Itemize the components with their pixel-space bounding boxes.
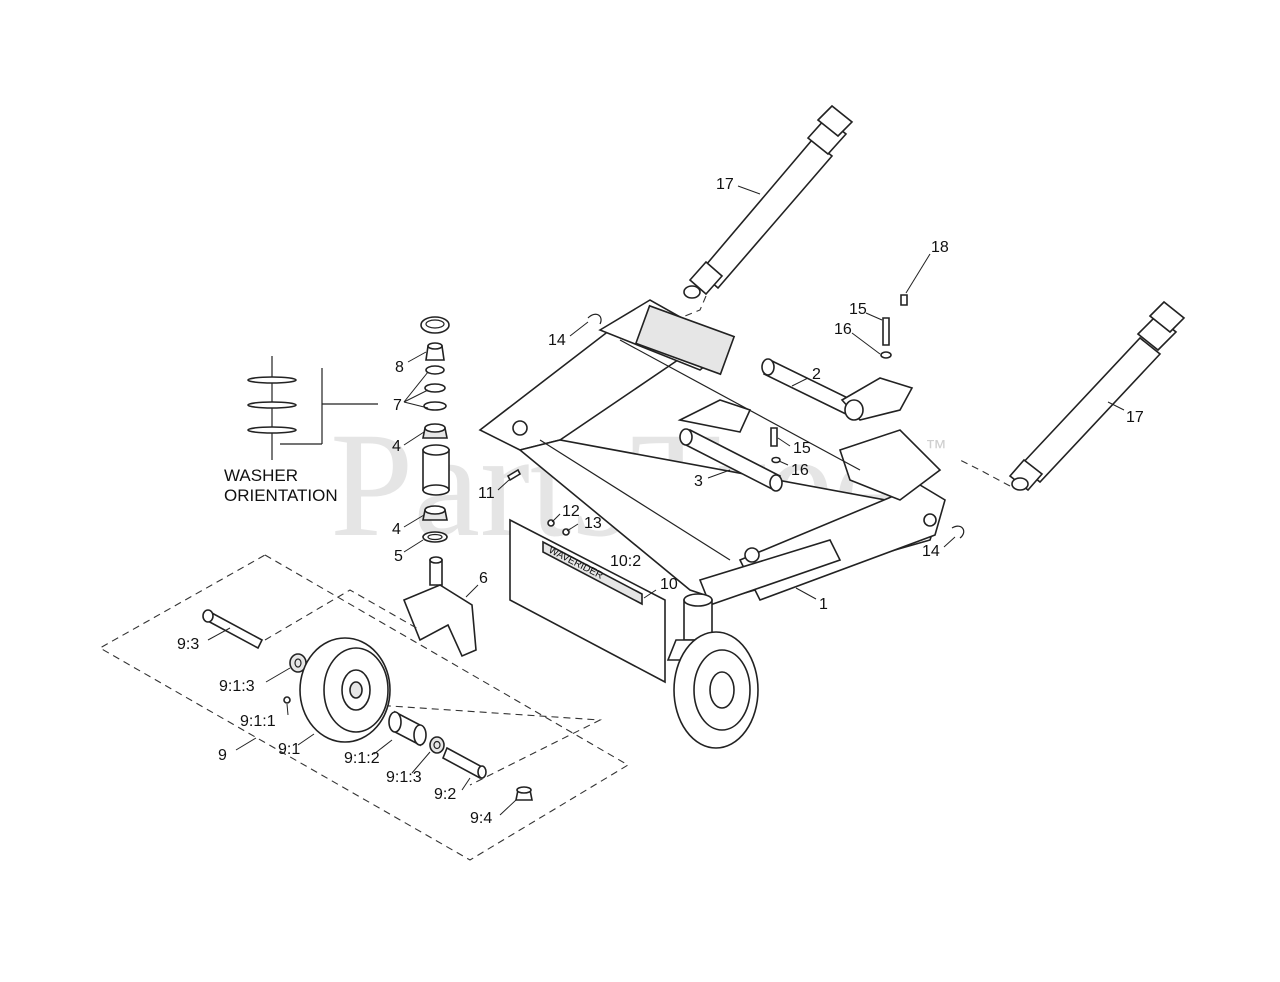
callout-9-2: 9:2 [434,786,456,803]
callout-9-1-1: 9:1:1 [240,713,276,730]
part-9-1-wheel[interactable] [299,637,391,743]
part-2-pivot-bar[interactable] [761,358,914,421]
part-5-seal[interactable] [422,531,448,543]
part-9-1-3-washer-inner[interactable] [429,736,445,754]
callout-15-upper: 15 [849,301,867,318]
callout-6: 6 [479,570,488,587]
callout-4-upper: 4 [392,438,401,455]
callout-8: 8 [395,359,404,376]
part-15-pin-lower[interactable] [770,427,778,447]
part-9-2-spacer-tube[interactable] [441,746,487,780]
callout-5: 5 [394,548,403,565]
callout-9: 9 [218,747,227,764]
watermark-trademark: ™ [925,435,947,460]
callout-3: 3 [694,473,703,490]
callout-9-1: 9:1 [278,741,300,758]
washer-note-line2: ORIENTATION [224,486,338,505]
callout-16-upper: 16 [834,321,852,338]
leader-lines [207,185,1125,816]
part-17-cylinder-right[interactable] [1008,300,1186,492]
part-14-clip-lower[interactable] [951,525,965,539]
callout-11: 11 [478,485,495,502]
callout-2: 2 [812,366,821,383]
part-16-washer-lower[interactable] [771,456,781,464]
callout-16-lower: 16 [791,462,809,479]
callout-14-lower: 14 [922,543,940,560]
washer-note-line1: WASHER [224,466,298,485]
part-9-1-1-grease-fitting[interactable] [283,696,291,704]
part-cap-top[interactable] [420,316,450,334]
part-17-cylinder-upper[interactable] [683,104,854,299]
part-7-washers[interactable] [423,365,447,411]
callout-labels: 17 18 15 16 14 8 2 7 17 4 15 16 3 11 12 … [177,176,1144,827]
callout-12: 12 [562,503,580,520]
callout-7: 7 [393,397,402,414]
part-4-bearing-lower[interactable] [422,505,448,521]
callout-18: 18 [931,239,949,256]
part-8-nut[interactable] [425,342,445,361]
washer-orientation-inset: WASHER ORIENTATION [224,356,378,505]
callout-4-lower: 4 [392,521,401,538]
part-9-4-nut[interactable] [515,786,533,801]
part-9-1-2-bushing[interactable] [388,710,427,747]
callout-9-1-3-inner: 9:1:3 [386,769,422,786]
callout-9-1-2: 9:1:2 [344,750,380,767]
part-6-caster-fork[interactable] [402,556,477,658]
part-18-grease-fitting[interactable] [900,294,908,306]
part-9-group-boundary [98,554,630,861]
callout-10-2: 10:2 [610,553,641,570]
part-10-decal-plate[interactable]: WAVERIDER [509,518,666,684]
callout-10: 10 [660,576,678,593]
callout-17-right: 17 [1126,409,1144,426]
callout-9-4: 9:4 [470,810,492,827]
part-9-1-3-washer-outer[interactable] [289,653,307,673]
callout-15-lower: 15 [793,440,811,457]
part-9-3-axle-bolt[interactable] [202,609,264,650]
callout-13: 13 [584,515,602,532]
part-14-clip-upper[interactable] [587,313,602,325]
part-spindle-housing[interactable] [422,444,450,496]
part-4-bearing-upper[interactable] [422,423,448,439]
callout-1: 1 [819,596,828,613]
callout-14-upper: 14 [548,332,566,349]
part-16-washer-upper[interactable] [880,351,892,359]
part-15-pin-upper[interactable] [882,317,890,346]
part-1-frame[interactable] [478,299,946,607]
callout-9-3: 9:3 [177,636,199,653]
part-3-pivot-bar[interactable] [677,399,783,492]
caster-wheel-right[interactable] [666,593,759,749]
callout-9-1-3-outer: 9:1:3 [219,678,255,695]
callout-17-upper: 17 [716,176,734,193]
part-11-bolt[interactable] [506,468,522,482]
